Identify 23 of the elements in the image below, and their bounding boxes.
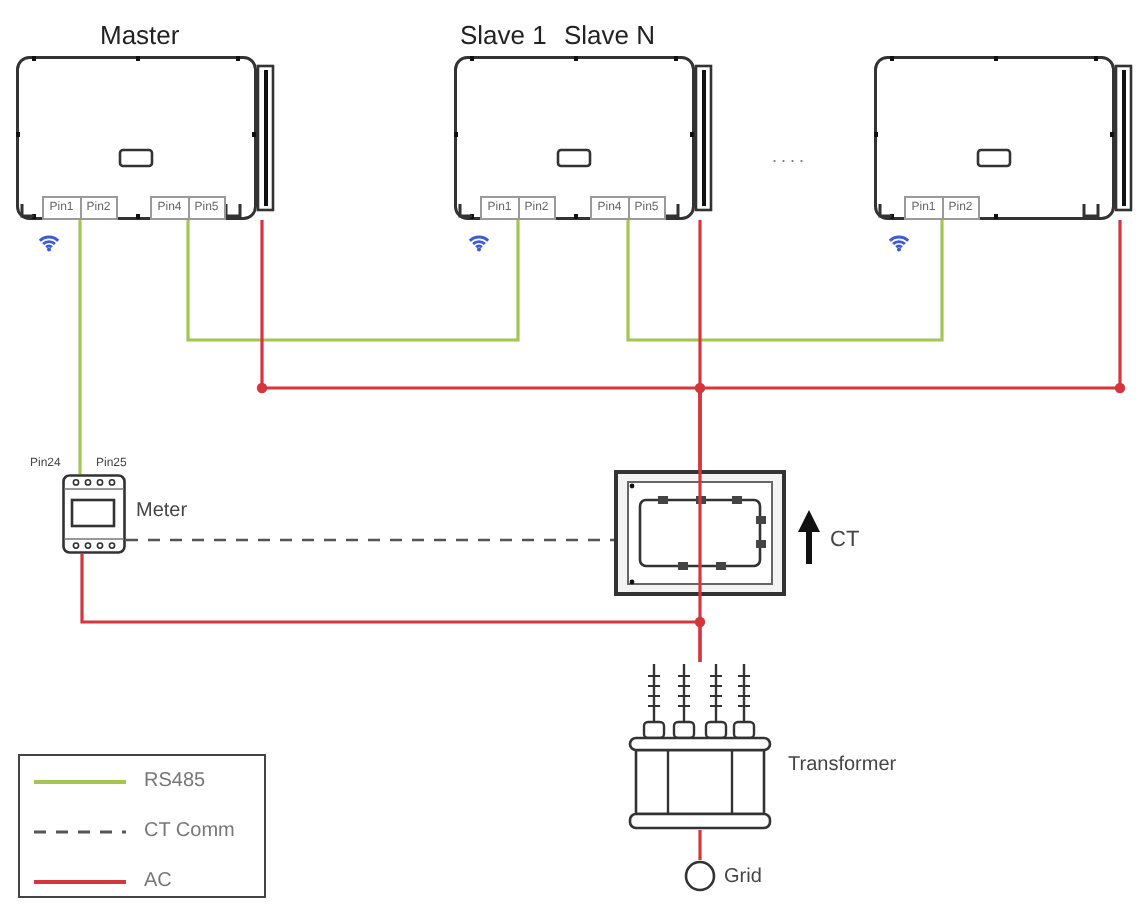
device-label: Transformer: [788, 752, 897, 778]
dashed-line: [126, 538, 614, 542]
inverter-label: Slave 1: [460, 20, 547, 52]
legend-label: AC: [144, 868, 172, 894]
terminal-block: [904, 196, 980, 220]
ellipsis-text: ....: [772, 146, 809, 166]
device-label: Meter: [136, 498, 188, 524]
legend-label: CT Comm: [144, 818, 235, 844]
legend-label: RS485: [144, 768, 206, 794]
device-label: CT: [830, 526, 860, 554]
inverter-label: Slave N: [564, 20, 656, 52]
wire: [626, 220, 944, 342]
terminal-block: [150, 196, 226, 220]
terminal-block: [590, 196, 666, 220]
wire: [186, 220, 520, 342]
wire: [78, 220, 82, 474]
wire: [80, 554, 702, 662]
device-label: Grid: [724, 864, 762, 890]
terminal-block: [42, 196, 118, 220]
wire: [698, 830, 702, 860]
wire: [698, 220, 1122, 470]
terminal-block: [480, 196, 556, 220]
inverter-label: Master: [100, 20, 180, 52]
